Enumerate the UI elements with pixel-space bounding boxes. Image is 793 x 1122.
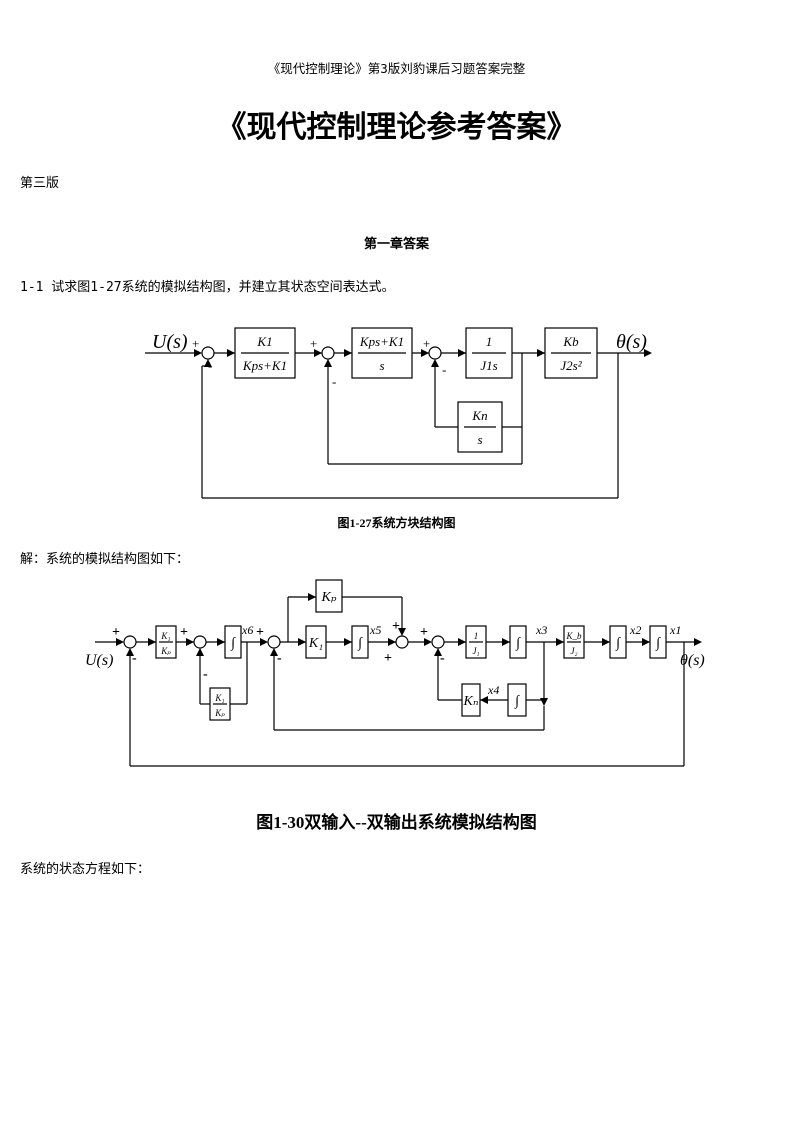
sum-b (193, 635, 207, 649)
svg-text:+: + (310, 336, 317, 351)
block4-num: Kb (562, 334, 579, 349)
state-x6: x6 (241, 623, 253, 637)
state-x1: x1 (669, 623, 681, 637)
svg-text:Kₙ: Kₙ (462, 694, 478, 709)
sum-c (267, 635, 281, 649)
running-header: 《现代控制理论》第3版刘豹课后习题答案完整 (267, 61, 526, 76)
svg-text:1: 1 (474, 631, 479, 641)
svg-text:Kₚ: Kₚ (321, 590, 337, 605)
svg-text:Kₚ: Kₚ (160, 646, 171, 656)
block2-num: Kps+K1 (359, 334, 404, 349)
svg-text:K₁: K₁ (308, 636, 323, 651)
svg-text:+: + (192, 336, 199, 351)
figure1-caption: 图1-27系统方块结构图 (337, 516, 456, 530)
fig1-output-label: θ(s) (616, 331, 647, 353)
sum-a (123, 635, 137, 649)
state-x2: x2 (629, 623, 641, 637)
block3-num: 1 (486, 334, 493, 349)
summing-junction-2 (321, 346, 335, 360)
fig1-input-label: U(s) (152, 331, 188, 353)
svg-text:Kₚ: Kₚ (214, 708, 225, 718)
block4-den: J2s² (560, 358, 582, 373)
svg-text:∫: ∫ (514, 694, 520, 709)
svg-text:K₁: K₁ (214, 693, 224, 703)
figure2-caption: 图1-30双输入--双输出系统模拟结构图 (256, 813, 537, 832)
svg-text:∫: ∫ (357, 636, 363, 651)
svg-text:-: - (442, 362, 446, 377)
block1-den: Kps+K1 (242, 358, 287, 373)
document-title: 《现代控制理论参考答案》 (216, 111, 577, 144)
svg-text:-: - (277, 651, 282, 666)
svg-text:+: + (384, 651, 392, 666)
state-x5: x5 (369, 623, 381, 637)
svg-text:+: + (392, 619, 400, 634)
svg-text:∫: ∫ (615, 636, 621, 651)
svg-text:+: + (420, 625, 428, 640)
sum-e (431, 635, 445, 649)
simulation-diagram-fig-1-30: U(s) + - K₁ Kₚ + ∫ x6 + K₁ Kₚ - - Kₚ + K… (85, 579, 705, 767)
summing-junction-3 (428, 346, 442, 360)
edition-label: 第三版 (20, 176, 60, 191)
svg-text:K₁: K₁ (160, 631, 170, 641)
svg-text:-: - (132, 651, 137, 666)
sum-d (395, 635, 409, 649)
block2-den: s (379, 358, 384, 373)
problem-statement: 1-1 试求图1-27系统的模拟结构图，并建立其状态空间表达式。 (20, 280, 395, 295)
svg-text:-: - (332, 374, 336, 389)
block-diagram-fig-1-27: U(s) + - K1 Kps+K1 + - Kps+K1 s + - 1 J1… (145, 327, 652, 499)
block5-num: Kn (471, 408, 487, 423)
svg-text:-: - (203, 667, 208, 682)
block1-num: K1 (256, 334, 272, 349)
svg-text:K_b: K_b (565, 631, 582, 641)
svg-text:-: - (440, 651, 445, 666)
block3-den: J1s (480, 358, 497, 373)
fig2-input-label: U(s) (85, 652, 113, 669)
svg-text:∫: ∫ (515, 636, 521, 651)
solution-intro: 解：系统的模拟结构图如下： (20, 552, 190, 567)
svg-text:J₂: J₂ (570, 646, 577, 656)
state-x4: x4 (487, 683, 499, 697)
svg-text:J₁: J₁ (472, 646, 479, 656)
gain-kp (315, 579, 343, 613)
block5-den: s (477, 432, 482, 447)
state-equations-intro: 系统的状态方程如下： (20, 862, 151, 877)
fig2-output-label: θ(s) (680, 652, 705, 669)
svg-text:∫: ∫ (230, 636, 236, 651)
svg-text:+: + (423, 336, 430, 351)
svg-text:∫: ∫ (655, 636, 661, 651)
chapter-heading: 第一章答案 (363, 237, 429, 252)
state-x3: x3 (535, 623, 547, 637)
svg-text:+: + (180, 625, 188, 640)
svg-text:+: + (112, 625, 120, 640)
svg-text:+: + (256, 625, 264, 640)
